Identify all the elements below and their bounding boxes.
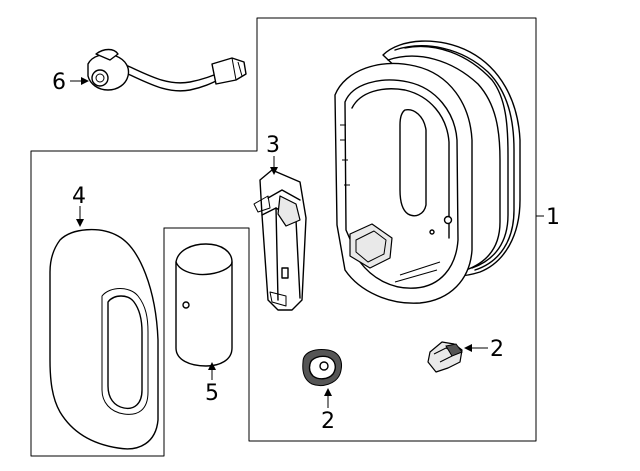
callout-4-lens: 4 (72, 184, 86, 209)
callout-2-bracket: 2 (490, 337, 504, 362)
callout-3-socket-clip: 3 (266, 133, 280, 158)
callout-1-housing: 1 (546, 205, 560, 230)
grommet-part (302, 349, 342, 387)
bracket-lower-part (427, 341, 463, 373)
leader-lines (70, 77, 544, 408)
assembly-5-boundary (163, 227, 249, 456)
callout-6-wire-harness: 6 (52, 70, 66, 95)
callout-5-bulb-module: 5 (205, 381, 219, 406)
bulb-module-part (175, 243, 233, 367)
callout-2-grommet: 2 (321, 409, 335, 434)
lens-part (49, 228, 159, 450)
wire-harness-part (87, 48, 247, 92)
housing-part (334, 40, 521, 304)
socket-clip-part (253, 169, 307, 311)
